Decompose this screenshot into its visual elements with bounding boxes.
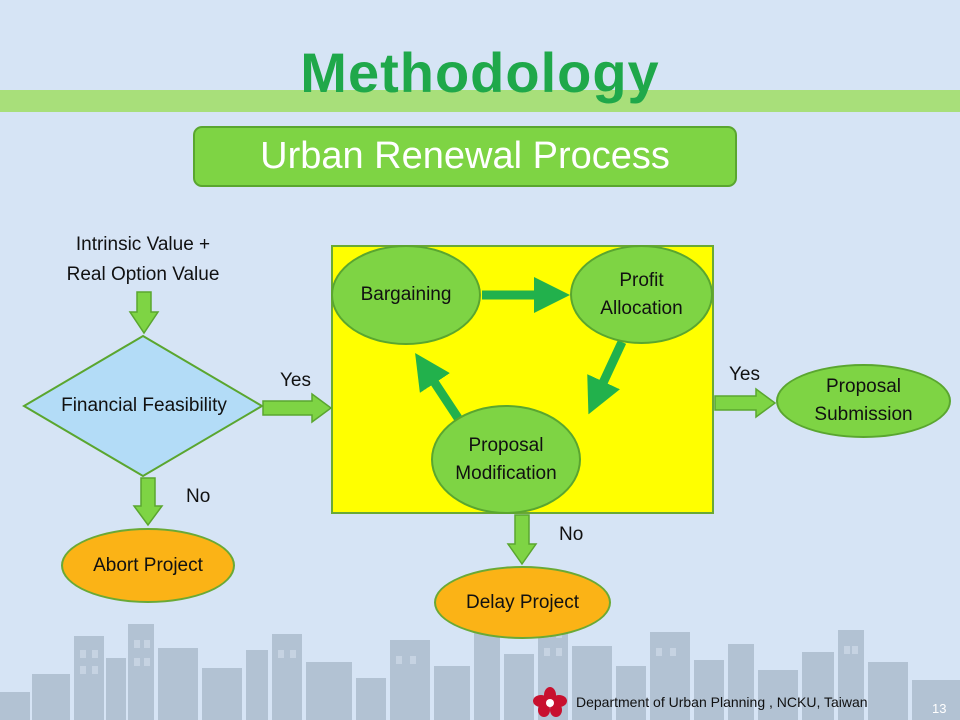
decision-diamond-shape bbox=[22, 334, 264, 478]
arrow-no-to-delay bbox=[506, 514, 538, 566]
modification-line-2: Modification bbox=[455, 462, 557, 484]
arrow-yes-to-cycle bbox=[262, 392, 333, 424]
bargaining-node: Bargaining bbox=[331, 245, 481, 345]
submission-line-2: Submission bbox=[814, 404, 913, 425]
profit-line-1: Profit bbox=[619, 269, 664, 291]
no-label-to-delay: No bbox=[559, 524, 584, 545]
yes-label-to-cycle: Yes bbox=[280, 370, 311, 391]
cycle-arrow-modification-to-bargaining bbox=[415, 352, 462, 421]
arrow-start-to-decision bbox=[128, 291, 160, 335]
arrow-decision-to-abort bbox=[132, 477, 164, 527]
modification-line-1: Proposal bbox=[468, 434, 544, 456]
delay-project-node: Delay Project bbox=[434, 566, 611, 639]
decision-label: Financial Feasibility bbox=[61, 395, 227, 416]
bargaining-label: Bargaining bbox=[360, 284, 452, 305]
start-line-1: Intrinsic Value + bbox=[75, 234, 211, 255]
title-band bbox=[0, 90, 960, 112]
profit-allocation-node: Profit Allocation bbox=[570, 245, 713, 344]
no-label-to-abort: No bbox=[186, 486, 211, 507]
submission-line-1: Proposal bbox=[826, 376, 901, 397]
university-emblem-icon bbox=[533, 687, 567, 717]
subtitle-box: Urban Renewal Process bbox=[193, 126, 737, 187]
arrow-yes-to-submission bbox=[714, 387, 777, 419]
proposal-submission-node: Proposal Submission bbox=[776, 364, 951, 438]
yes-label-to-submission: Yes bbox=[729, 364, 760, 385]
footer-text: Department of Urban Planning , NCKU, Tai… bbox=[576, 694, 868, 710]
delay-project-label: Delay Project bbox=[466, 591, 579, 613]
city-skyline-silhouette bbox=[0, 614, 960, 720]
slide-title: Methodology bbox=[300, 41, 660, 104]
page-number: 13 bbox=[932, 701, 947, 716]
start-line-2: Real Option Value bbox=[66, 264, 220, 285]
start-node: Intrinsic Value + Real Option Value bbox=[40, 230, 246, 290]
subtitle-text: Urban Renewal Process bbox=[260, 135, 670, 177]
cycle-arrow-profit-to-modification bbox=[587, 340, 627, 415]
proposal-modification-node: Proposal Modification bbox=[431, 405, 581, 514]
profit-line-2: Allocation bbox=[600, 297, 683, 319]
abort-project-node: Abort Project bbox=[61, 528, 235, 603]
abort-project-label: Abort Project bbox=[93, 554, 203, 576]
